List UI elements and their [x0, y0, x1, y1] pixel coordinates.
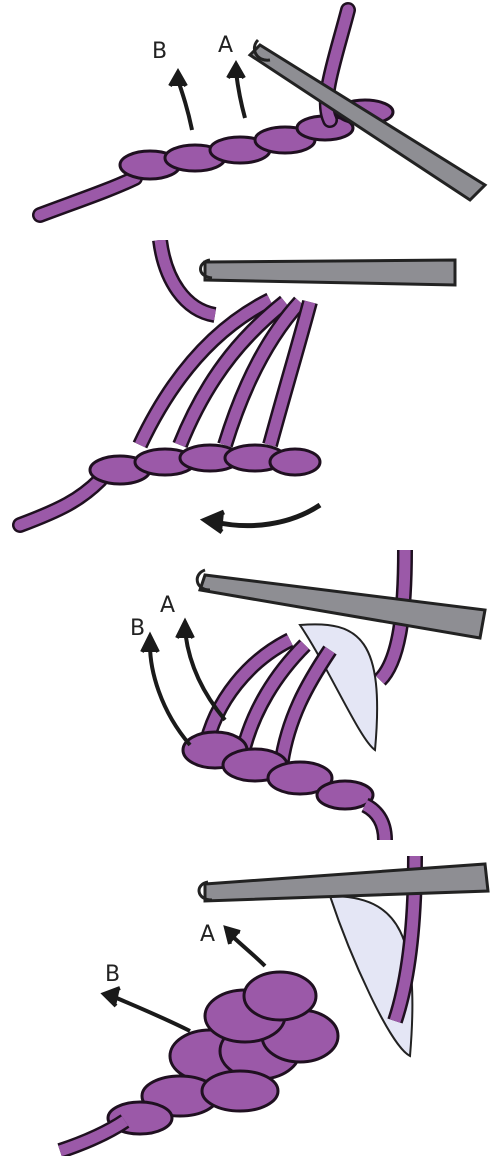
step-4-illustration: B A: [0, 856, 491, 1156]
crochet-hook-icon: [201, 260, 456, 285]
arrow-icon: [170, 64, 245, 130]
label-a: A: [218, 33, 233, 58]
label-a: A: [200, 922, 215, 947]
stitch-body: [108, 972, 338, 1134]
step-3-illustration: B A: [0, 550, 491, 850]
crochet-hook-icon: [250, 40, 485, 200]
step-4-panel: B A: [0, 856, 491, 1156]
step-1-panel: B A: [0, 0, 491, 230]
label-b: B: [130, 616, 145, 641]
stitch-loops: [140, 300, 310, 445]
foundation-chain: [90, 445, 320, 484]
step-2-panel: [0, 240, 491, 540]
yarn-tail: [20, 480, 100, 525]
crochet-hook-icon: [199, 864, 488, 901]
step-3-panel: B A: [0, 550, 491, 850]
label-b: B: [152, 39, 167, 64]
label-b: B: [105, 962, 120, 987]
arrow-icon: [205, 505, 320, 532]
step-2-illustration: [0, 240, 491, 540]
yarn-tail: [40, 178, 135, 215]
label-a: A: [160, 593, 175, 618]
step-1-illustration: B A: [0, 0, 491, 230]
